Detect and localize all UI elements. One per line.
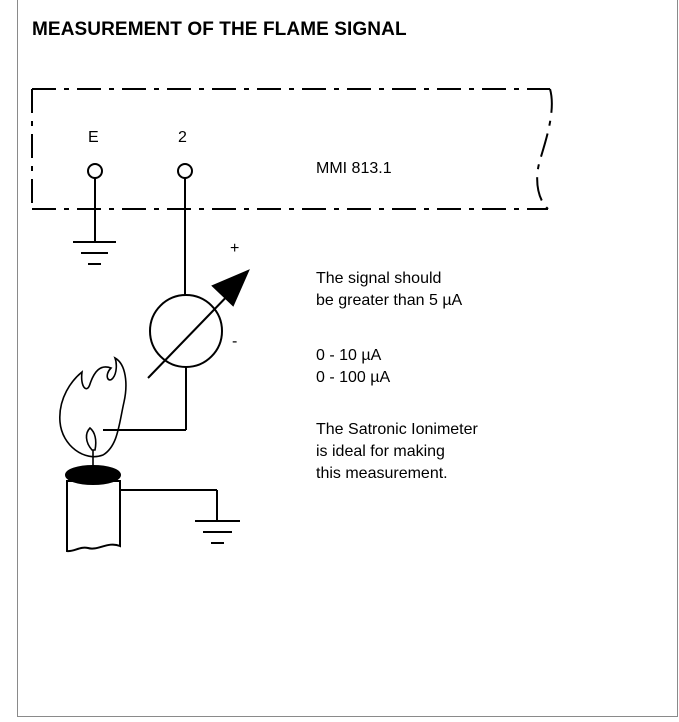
range-100: 0 - 100 µA (316, 369, 391, 386)
device-enclosure (31, 88, 553, 210)
terminal-2-label: 2 (178, 129, 187, 146)
terminal-e (87, 163, 103, 242)
ionimeter-note-line1: The Satronic Ionimeter (316, 421, 478, 438)
ground-symbol-bottom (195, 520, 240, 544)
ionimeter-note-line2: is ideal for making (316, 443, 445, 460)
terminal-e-label: E (88, 129, 99, 146)
ground-symbol-top (73, 241, 116, 265)
page-title: MEASUREMENT OF THE FLAME SIGNAL (32, 19, 407, 40)
ionimeter-note-line3: this measurement. (316, 465, 448, 482)
flame-icon (59, 356, 127, 466)
range-10: 0 - 10 µA (316, 347, 382, 364)
signal-note-line1: The signal should (316, 270, 442, 287)
terminal-2 (177, 163, 193, 296)
meter-plus-label: + (230, 240, 240, 257)
device-label: MMI 813.1 (316, 160, 392, 177)
signal-note-line2: be greater than 5 µA (316, 292, 463, 309)
candle-icon (65, 465, 218, 553)
meter-minus-label: - (232, 333, 238, 350)
page-frame (17, 0, 678, 717)
microammeter (103, 269, 250, 431)
